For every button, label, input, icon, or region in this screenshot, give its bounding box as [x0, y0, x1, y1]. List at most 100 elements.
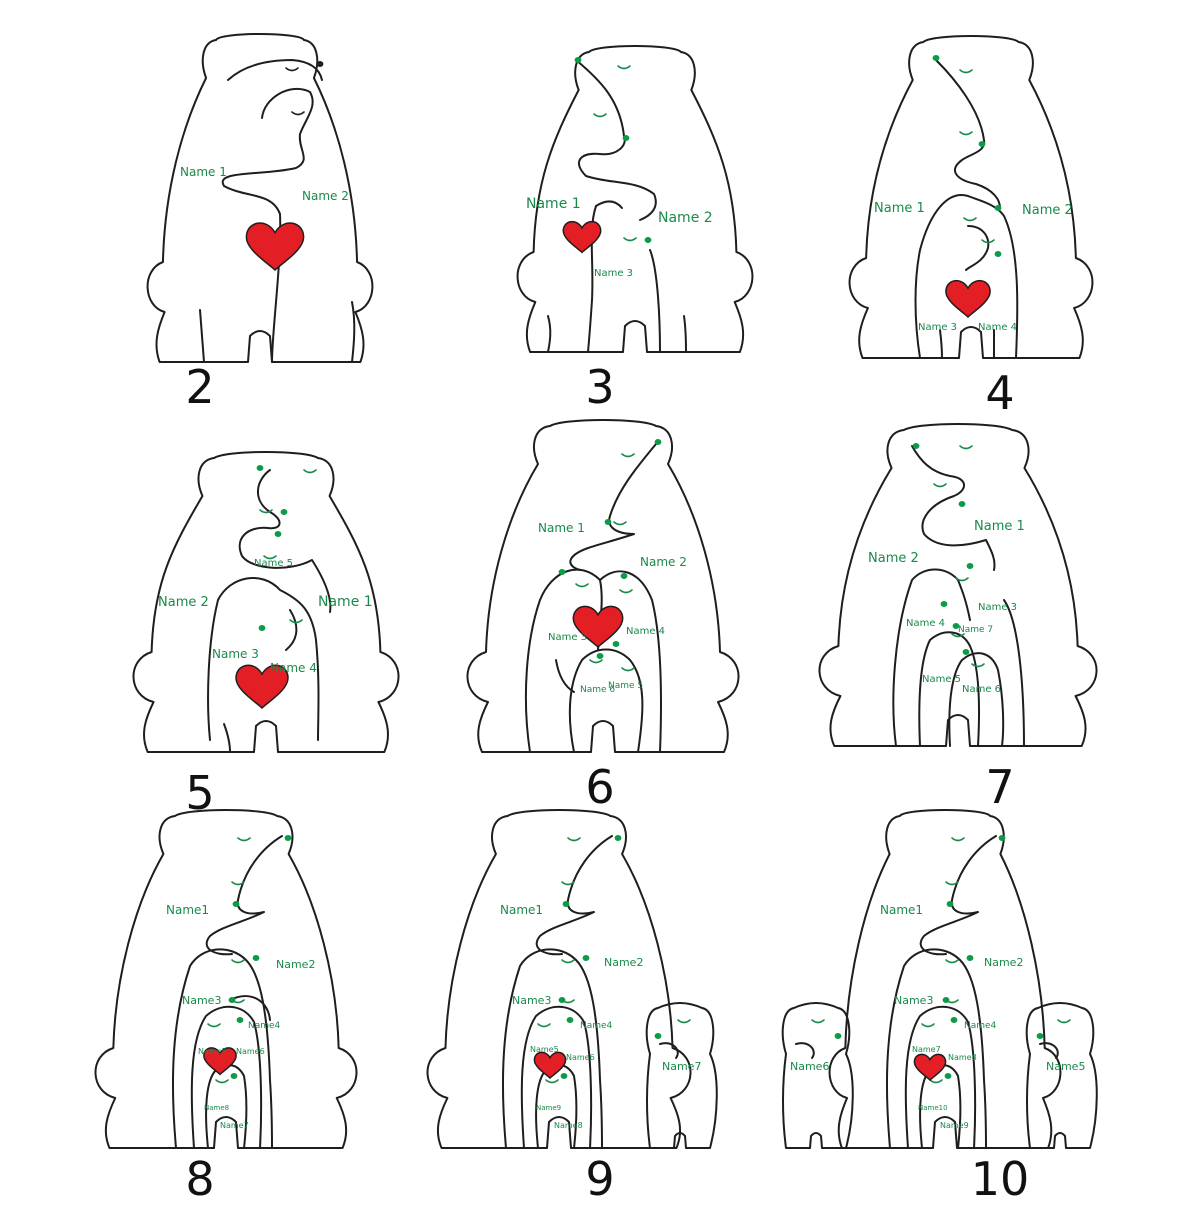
name-label: Name4 — [580, 1021, 613, 1031]
bear-inner-contour — [914, 194, 1019, 359]
name-label: Name 5 — [254, 558, 293, 569]
name-label: Name 3 — [594, 268, 633, 279]
bear-nose-icon — [654, 1033, 662, 1039]
bear-inner-contour — [171, 948, 273, 1149]
bear-nose-icon — [316, 61, 324, 67]
closed-eye-icon — [567, 837, 581, 842]
bear-nose-icon — [654, 439, 662, 445]
closed-eye-icon — [945, 881, 959, 886]
bear-inner-contour — [939, 329, 943, 359]
closed-eye-icon — [971, 663, 985, 668]
bear-family-illustration: Name1Name2Name3Name4Name5Name6Name7Name8… — [426, 809, 718, 1149]
name-label: Name 5 — [922, 674, 961, 685]
bear-nose-icon — [232, 901, 240, 907]
bear-inner-contour — [1003, 599, 1025, 747]
bear-nose-icon — [258, 625, 266, 631]
bear-inner-contour — [892, 568, 971, 747]
bear-inner-contour — [575, 59, 657, 221]
bear-nose-icon — [942, 997, 950, 1003]
name-label: Name2 — [276, 958, 315, 971]
bear-nose-icon — [962, 649, 970, 655]
name-label: Name 3 — [918, 322, 957, 333]
closed-eye-icon — [945, 959, 959, 964]
bear-nose-icon — [958, 501, 966, 507]
side-bear-outline — [645, 1002, 718, 1149]
bear-family-outline — [818, 423, 1098, 747]
name-label: Name6 — [566, 1053, 595, 1062]
bear-inner-contour — [520, 1006, 593, 1149]
bear-family-outline — [516, 45, 754, 353]
name-label: Name 1 — [318, 594, 373, 610]
heart-icon — [235, 664, 289, 710]
bear-nose-icon — [558, 997, 566, 1003]
closed-eye-icon — [619, 589, 633, 594]
bear-nose-icon — [560, 1073, 568, 1079]
name-label: Name 3 — [548, 632, 587, 643]
name-label: Name6 — [790, 1060, 829, 1073]
bear-nose-icon — [994, 205, 1002, 211]
closed-eye-icon — [959, 69, 973, 74]
name-label: Name 1 — [526, 196, 581, 212]
bear-inner-contour — [911, 445, 996, 571]
name-label: Name6 — [236, 1047, 265, 1056]
name-label: Name7 — [662, 1060, 701, 1073]
bear-inner-contour — [1039, 1042, 1059, 1059]
bear-nose-icon — [966, 563, 974, 569]
closed-eye-icon — [303, 469, 317, 474]
name-label: Name 4 — [906, 618, 945, 629]
heart-icon — [203, 1047, 237, 1076]
bear-inner-contour — [595, 200, 623, 209]
bear-nose-icon — [834, 1033, 842, 1039]
name-label: Name1 — [500, 903, 543, 917]
name-label: Name 6 — [580, 685, 615, 695]
closed-eye-icon — [237, 837, 251, 842]
bear-inner-contour — [885, 948, 987, 1149]
bear-nose-icon — [912, 443, 920, 449]
name-label: Name 7 — [958, 625, 993, 635]
name-label: Name 2 — [640, 555, 687, 569]
bear-inner-contour — [904, 1006, 977, 1149]
family-size-number: 3 — [585, 360, 615, 414]
closed-eye-icon — [959, 445, 973, 450]
name-label: Name 4 — [270, 661, 317, 675]
name-label: Name2 — [604, 956, 643, 969]
name-label: Name5 — [530, 1045, 559, 1054]
name-label: Name3 — [894, 994, 933, 1007]
bear-inner-contour — [795, 1042, 815, 1059]
name-label: Name7 — [220, 1121, 249, 1130]
bear-nose-icon — [284, 835, 292, 841]
family-size-number: 2 — [185, 360, 215, 414]
name-label: Name7 — [912, 1045, 941, 1054]
bear-nose-icon — [228, 997, 236, 1003]
bear-inner-contour — [683, 315, 687, 353]
bear-nose-icon — [230, 1073, 238, 1079]
bear-nose-icon — [274, 531, 282, 537]
bear-nose-icon — [566, 1017, 574, 1023]
closed-eye-icon — [593, 113, 607, 118]
closed-eye-icon — [537, 1023, 551, 1028]
bear-inner-contour — [199, 309, 205, 363]
name-label: Name5 — [198, 1047, 227, 1056]
side-bear-outline — [1025, 1002, 1098, 1149]
bear-inner-contour — [227, 59, 323, 81]
name-label: Name8 — [948, 1053, 977, 1062]
name-label: Name 6 — [962, 684, 1001, 695]
closed-eye-icon — [613, 521, 627, 526]
name-label: Name3 — [512, 994, 551, 1007]
closed-eye-icon — [561, 881, 575, 886]
bear-inner-contour — [190, 1006, 263, 1149]
name-label: Name5 — [1046, 1060, 1085, 1073]
bear-inner-contour — [351, 301, 356, 363]
closed-eye-icon — [1057, 1019, 1071, 1024]
name-label: Name8 — [554, 1121, 583, 1130]
bear-inner-contour — [207, 576, 320, 741]
name-label: Name 2 — [868, 551, 919, 566]
bear-nose-icon — [614, 835, 622, 841]
closed-eye-icon — [951, 633, 965, 638]
closed-eye-icon — [589, 659, 603, 664]
name-label: Name 1 — [974, 519, 1025, 534]
closed-eye-icon — [677, 1019, 691, 1024]
